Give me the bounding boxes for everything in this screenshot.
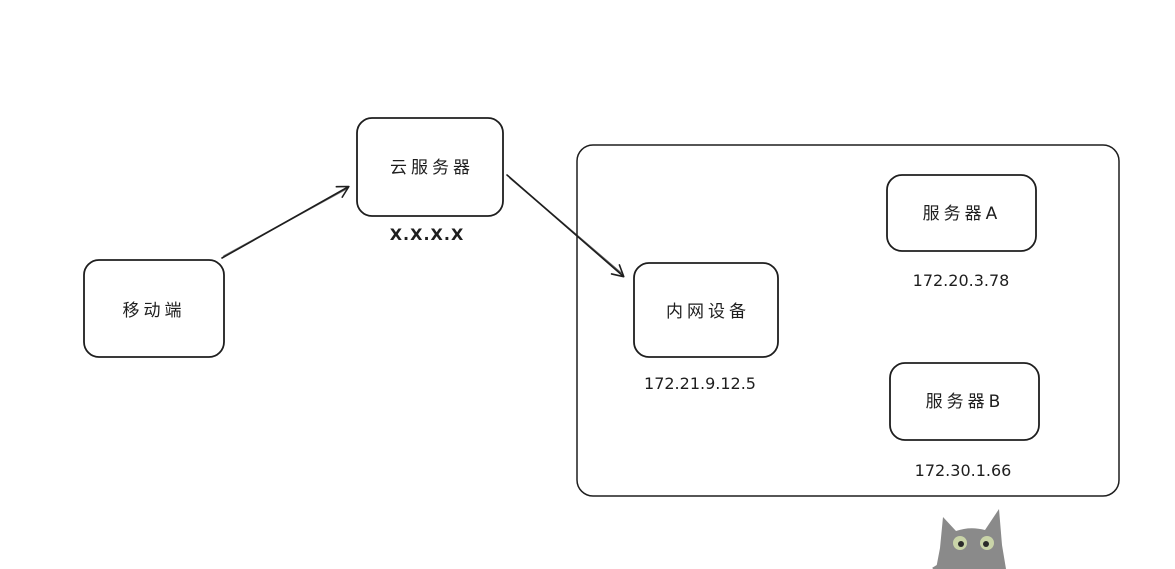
node-intranet-device-label: 内网设备 xyxy=(666,302,750,322)
node-cloud-server[interactable]: 云服务器 xyxy=(356,117,504,217)
node-server-b-label: 服务器B xyxy=(926,392,1005,412)
server-a-ip: 172.20.3.78 xyxy=(913,271,1010,290)
node-cloud-server-label: 云服务器 xyxy=(390,158,474,178)
node-mobile[interactable]: 移动端 xyxy=(83,259,225,358)
cloud-server-ip: X.X.X.X xyxy=(390,225,465,244)
node-mobile-label: 移动端 xyxy=(123,301,186,321)
node-server-a[interactable]: 服务器A xyxy=(886,174,1037,252)
server-b-ip: 172.30.1.66 xyxy=(915,461,1012,480)
intranet-device-ip: 172.21.9.12.5 xyxy=(644,374,756,393)
edge-cloud-to-intranet xyxy=(506,174,625,278)
edge-mobile-to-cloud xyxy=(221,185,350,259)
node-server-b[interactable]: 服务器B xyxy=(889,362,1040,441)
node-intranet-device[interactable]: 内网设备 xyxy=(633,262,779,358)
intranet-group-box xyxy=(576,144,1120,497)
node-server-a-label: 服务器A xyxy=(923,204,1002,224)
cat-peeking-icon xyxy=(932,509,1006,569)
